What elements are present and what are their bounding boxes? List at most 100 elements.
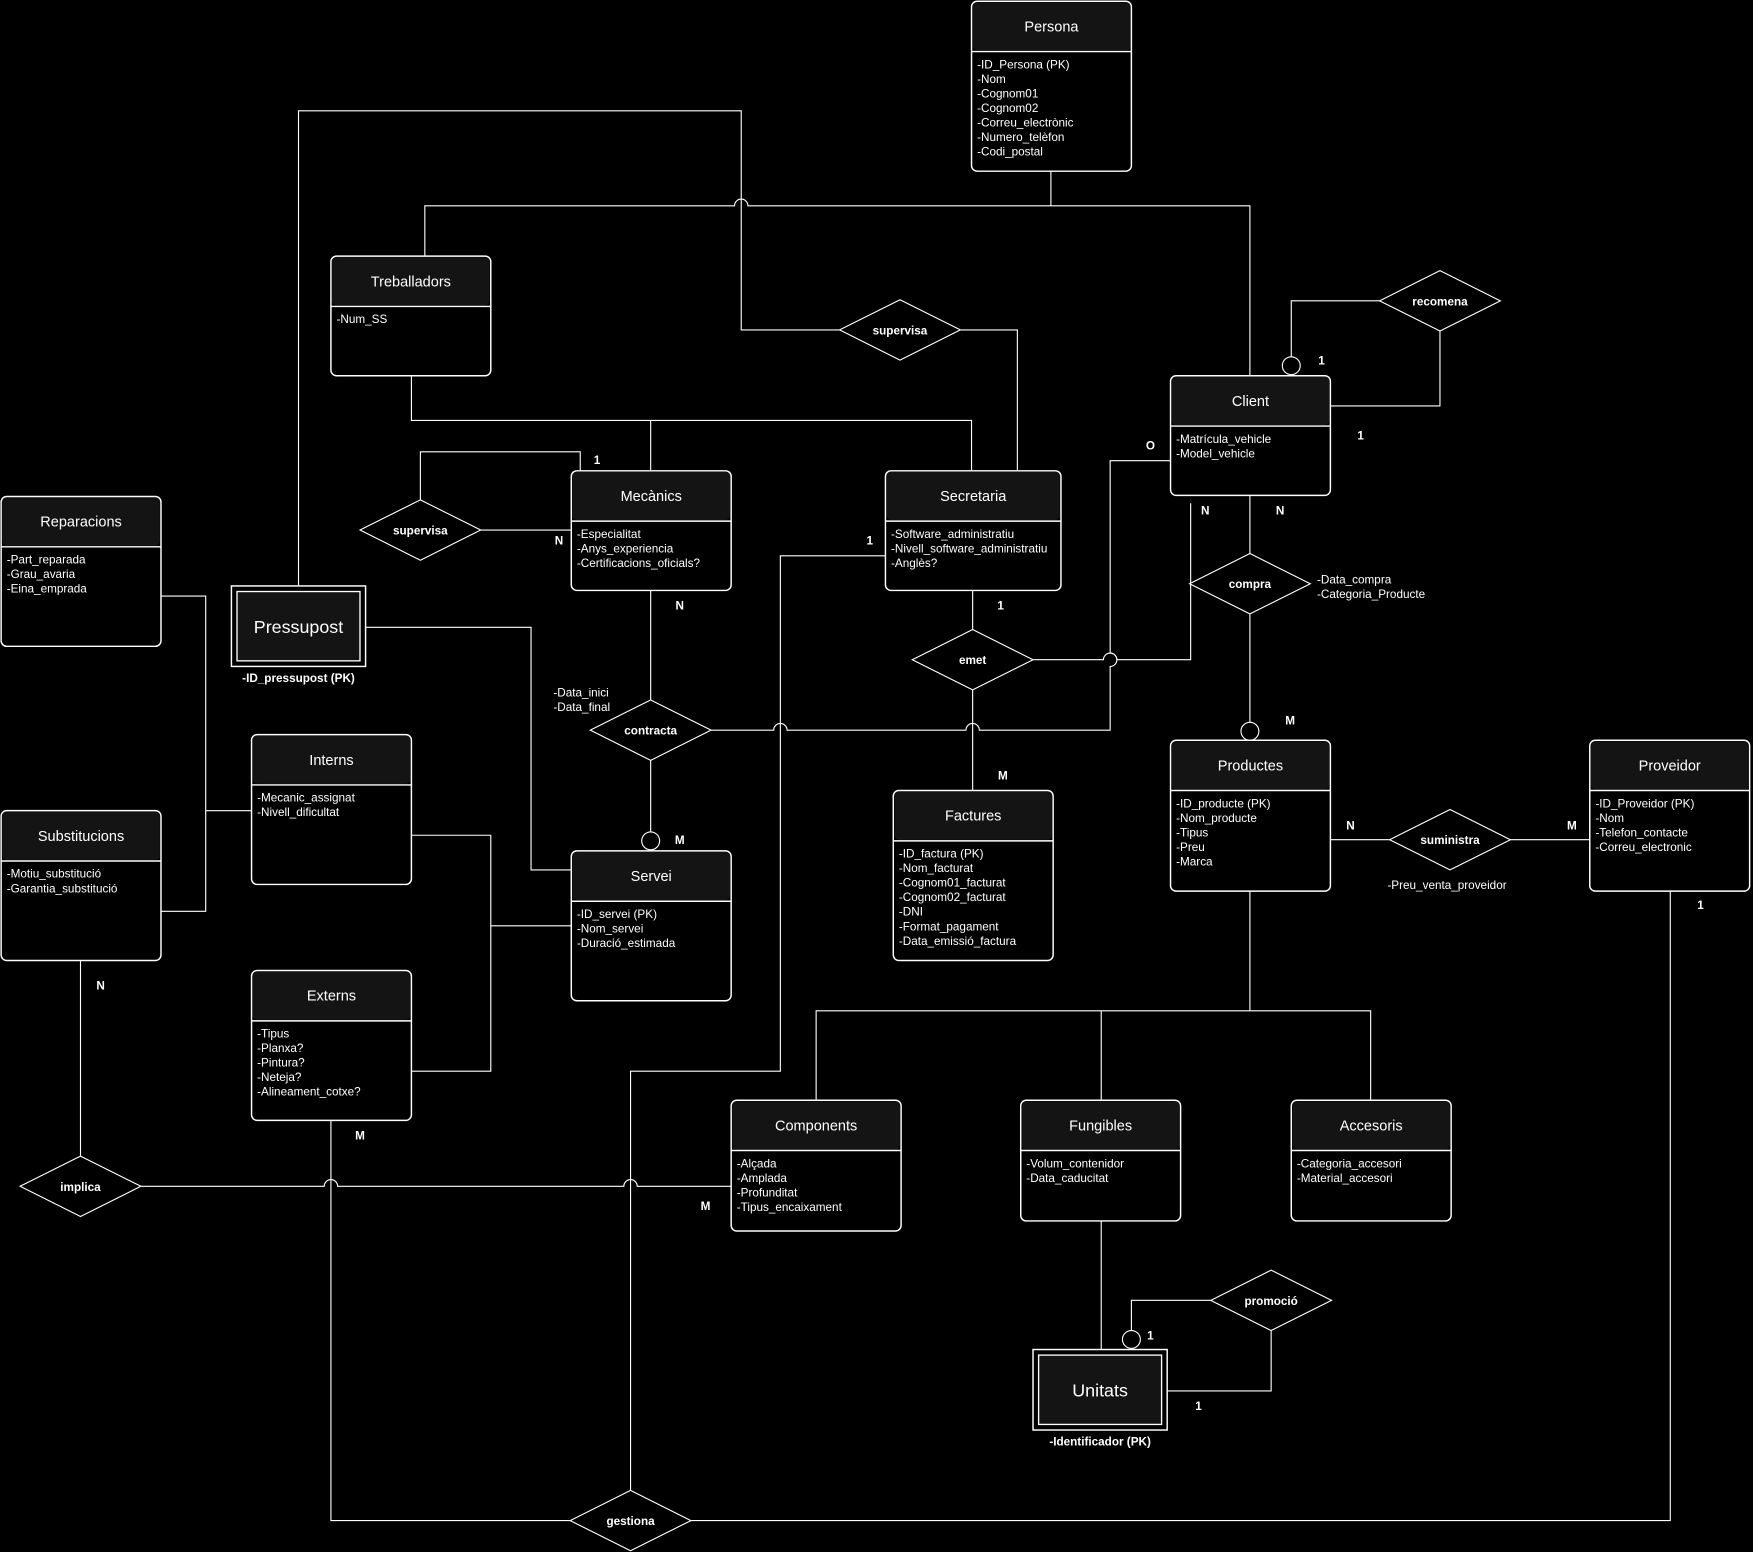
- connector-line: [297, 110, 840, 586]
- entity-externs[interactable]: Externs-Tipus-Planxa?-Pintura?-Neteja?-A…: [250, 969, 413, 1122]
- relationship-label: contracta: [624, 725, 677, 738]
- entity-attribute: -ID_Proveidor (PK): [1595, 797, 1694, 810]
- entity-header: [1171, 741, 1330, 790]
- entity-interns[interactable]: Interns-Mecanic_assignat-Nivell_dificult…: [250, 733, 413, 886]
- relationship-suministra[interactable]: suministra: [1388, 808, 1512, 871]
- entity-attribute: -Correu_electrònic: [977, 116, 1074, 129]
- relationship-label: gestiona: [606, 1515, 655, 1528]
- entity-client[interactable]: Client -Matrícula_vehicle-Model_vehicle: [1169, 375, 1332, 497]
- entity-substitucions[interactable]: Substitucions-Motiu_substitució-Garantia…: [0, 809, 162, 962]
- relationship-compra[interactable]: compra: [1188, 552, 1312, 615]
- optional-participation-circle: [1281, 356, 1301, 376]
- connector-line: [1130, 1299, 1272, 1392]
- entity-title: Mecànics: [621, 489, 682, 505]
- entity-attribute: -Mecanic_assignat: [257, 792, 355, 805]
- entity-title: Substitucions: [38, 829, 124, 845]
- relationship-attribute: -Data_final: [553, 701, 610, 714]
- entity-attribute: -ID_servei (PK): [577, 908, 657, 921]
- entity-attribute: -Data_caducitat: [1026, 1172, 1109, 1185]
- relationship-attribute: -Categoria_Producte: [1317, 588, 1425, 601]
- entity-title: Productes: [1218, 758, 1283, 774]
- relationship-attribute: -Data_inici: [553, 687, 608, 700]
- entity-attribute: -Num_SS: [337, 313, 388, 326]
- entity-reparacions[interactable]: Reparacions-Part_reparada-Grau_avaria-Ei…: [0, 495, 162, 648]
- entity-title: Persona: [1024, 19, 1079, 35]
- connector-line: [410, 375, 973, 471]
- relationship-promocio[interactable]: promoció: [1209, 1269, 1333, 1332]
- weak-entity-inner: [1037, 1354, 1163, 1426]
- entity-factures[interactable]: Factures-ID_factura (PK)-Nom_facturat-Co…: [892, 789, 1054, 962]
- entity-mecanics[interactable]: Mecànics-Especialitat-Anys_experiencia-C…: [570, 470, 732, 592]
- entity-attribute: -Material_accesori: [1297, 1172, 1393, 1185]
- relationship-gestiona[interactable]: gestiona: [568, 1489, 693, 1552]
- relationship-supervisa_top[interactable]: supervisa: [838, 299, 962, 361]
- connector-line: [330, 891, 1671, 1522]
- entity-attribute: -Pintura?: [257, 1057, 305, 1070]
- entity-attribute: -Correu_electronic: [1595, 841, 1692, 854]
- entity-header: [732, 1101, 900, 1150]
- relationship-label: suministra: [1420, 834, 1480, 847]
- cardinality-label: 1: [1195, 1400, 1202, 1413]
- relationship-diamond: [568, 1489, 693, 1552]
- entity-accesoris[interactable]: Accesoris-Categoria_accesori-Material_ac…: [1290, 1099, 1452, 1222]
- entity-servei[interactable]: Servei-ID_servei (PK)-Nom_servei-Duració…: [570, 850, 732, 1002]
- relationship-emet[interactable]: emet: [911, 628, 1035, 691]
- entity-attribute: -Certificacions_oficials?: [577, 557, 701, 570]
- cardinality-label: N: [96, 980, 104, 993]
- relationship-diamond: [1378, 270, 1502, 332]
- entity-title: Client: [1232, 394, 1269, 410]
- relationship-label: supervisa: [393, 525, 448, 538]
- entity-attribute: -Software_administratiu: [891, 528, 1014, 541]
- entity-title: Proveidor: [1639, 758, 1701, 774]
- entity-header: [886, 471, 1060, 520]
- entity-attribute: -DNI: [899, 906, 923, 919]
- entity-title: Fungibles: [1069, 1118, 1132, 1134]
- relationship-diamond: [1388, 808, 1512, 871]
- entity-attribute: -Amplada: [737, 1172, 788, 1185]
- entity-attribute: -Grau_avaria: [7, 568, 76, 581]
- relationship-recomena[interactable]: recomena: [1378, 270, 1502, 332]
- entity-attribute: -Nom_producte: [1176, 812, 1257, 825]
- entity-fungibles[interactable]: Fungibles-Volum_contenidor-Data_caducita…: [1019, 1099, 1182, 1222]
- relationship-supervisa_left[interactable]: supervisa: [358, 499, 482, 561]
- entity-attribute: -Cognom01: [977, 87, 1038, 100]
- relationship-label: implica: [60, 1181, 101, 1194]
- connector-line: [424, 198, 1251, 376]
- entity-productes[interactable]: Productes -ID_producte (PK) -Nom_producte -…: [1169, 739, 1332, 892]
- entity-proveidor[interactable]: Proveidor-ID_Proveidor (PK)-Nom-Telefon_…: [1589, 739, 1751, 892]
- entity-title: Servei: [631, 869, 672, 885]
- entity-attribute: -Matrícula_vehicle: [1176, 433, 1271, 446]
- entity-attribute: -Neteja?: [257, 1071, 302, 1084]
- entity-title: Reparacions: [40, 515, 122, 531]
- entity-attribute: -Preu: [1176, 841, 1205, 854]
- weak-entity-unitats[interactable]: Unitats-Identificador (PK): [1032, 1348, 1168, 1449]
- entity-persona[interactable]: Persona-ID_Persona (PK)-Nom-Cognom01-Cog…: [970, 0, 1133, 172]
- entity-title: Externs: [307, 989, 356, 1005]
- entity-treballadors[interactable]: Treballadors-Num_SS: [330, 255, 492, 377]
- entity-attribute: -Cognom02_facturat: [899, 891, 1007, 904]
- cardinality-label: N: [1346, 820, 1354, 833]
- relationship-diamond: [911, 628, 1035, 691]
- entity-attribute: -Tipus_encaixament: [737, 1201, 843, 1214]
- relationship-contracta[interactable]: contracta: [589, 699, 713, 761]
- weak-entity-pressupost[interactable]: Pressupost-ID_pressupost (PK): [230, 585, 367, 685]
- entity-header: [972, 2, 1131, 51]
- relationship-label: supervisa: [873, 324, 928, 337]
- cardinality-label: 1: [1318, 355, 1325, 368]
- cardinality-label: N: [555, 535, 563, 548]
- cardinality-label: M: [701, 1200, 711, 1213]
- entity-header: [1292, 1101, 1451, 1150]
- entity-secretaria[interactable]: Secretaria-Software_administratiu-Nivell…: [884, 470, 1062, 592]
- entity-attribute: -ID_factura (PK): [899, 848, 984, 861]
- entity-components[interactable]: Components-Alçada-Amplada-Profunditat-Ti…: [730, 1099, 902, 1232]
- entity-attribute: -Model_vehicle: [1176, 447, 1255, 460]
- relationship-implica[interactable]: implica: [18, 1155, 143, 1218]
- entity-attribute: -Nom_servei: [577, 923, 643, 936]
- entity-attribute: -Nivell_software_administratiu: [891, 542, 1047, 555]
- entity-attribute: -Planxa?: [257, 1042, 304, 1055]
- cardinality-label: M: [998, 769, 1008, 782]
- cardinality-label: M: [675, 834, 685, 847]
- entity-header: [252, 971, 411, 1020]
- entity-attribute: -ID_producte (PK): [1176, 797, 1271, 810]
